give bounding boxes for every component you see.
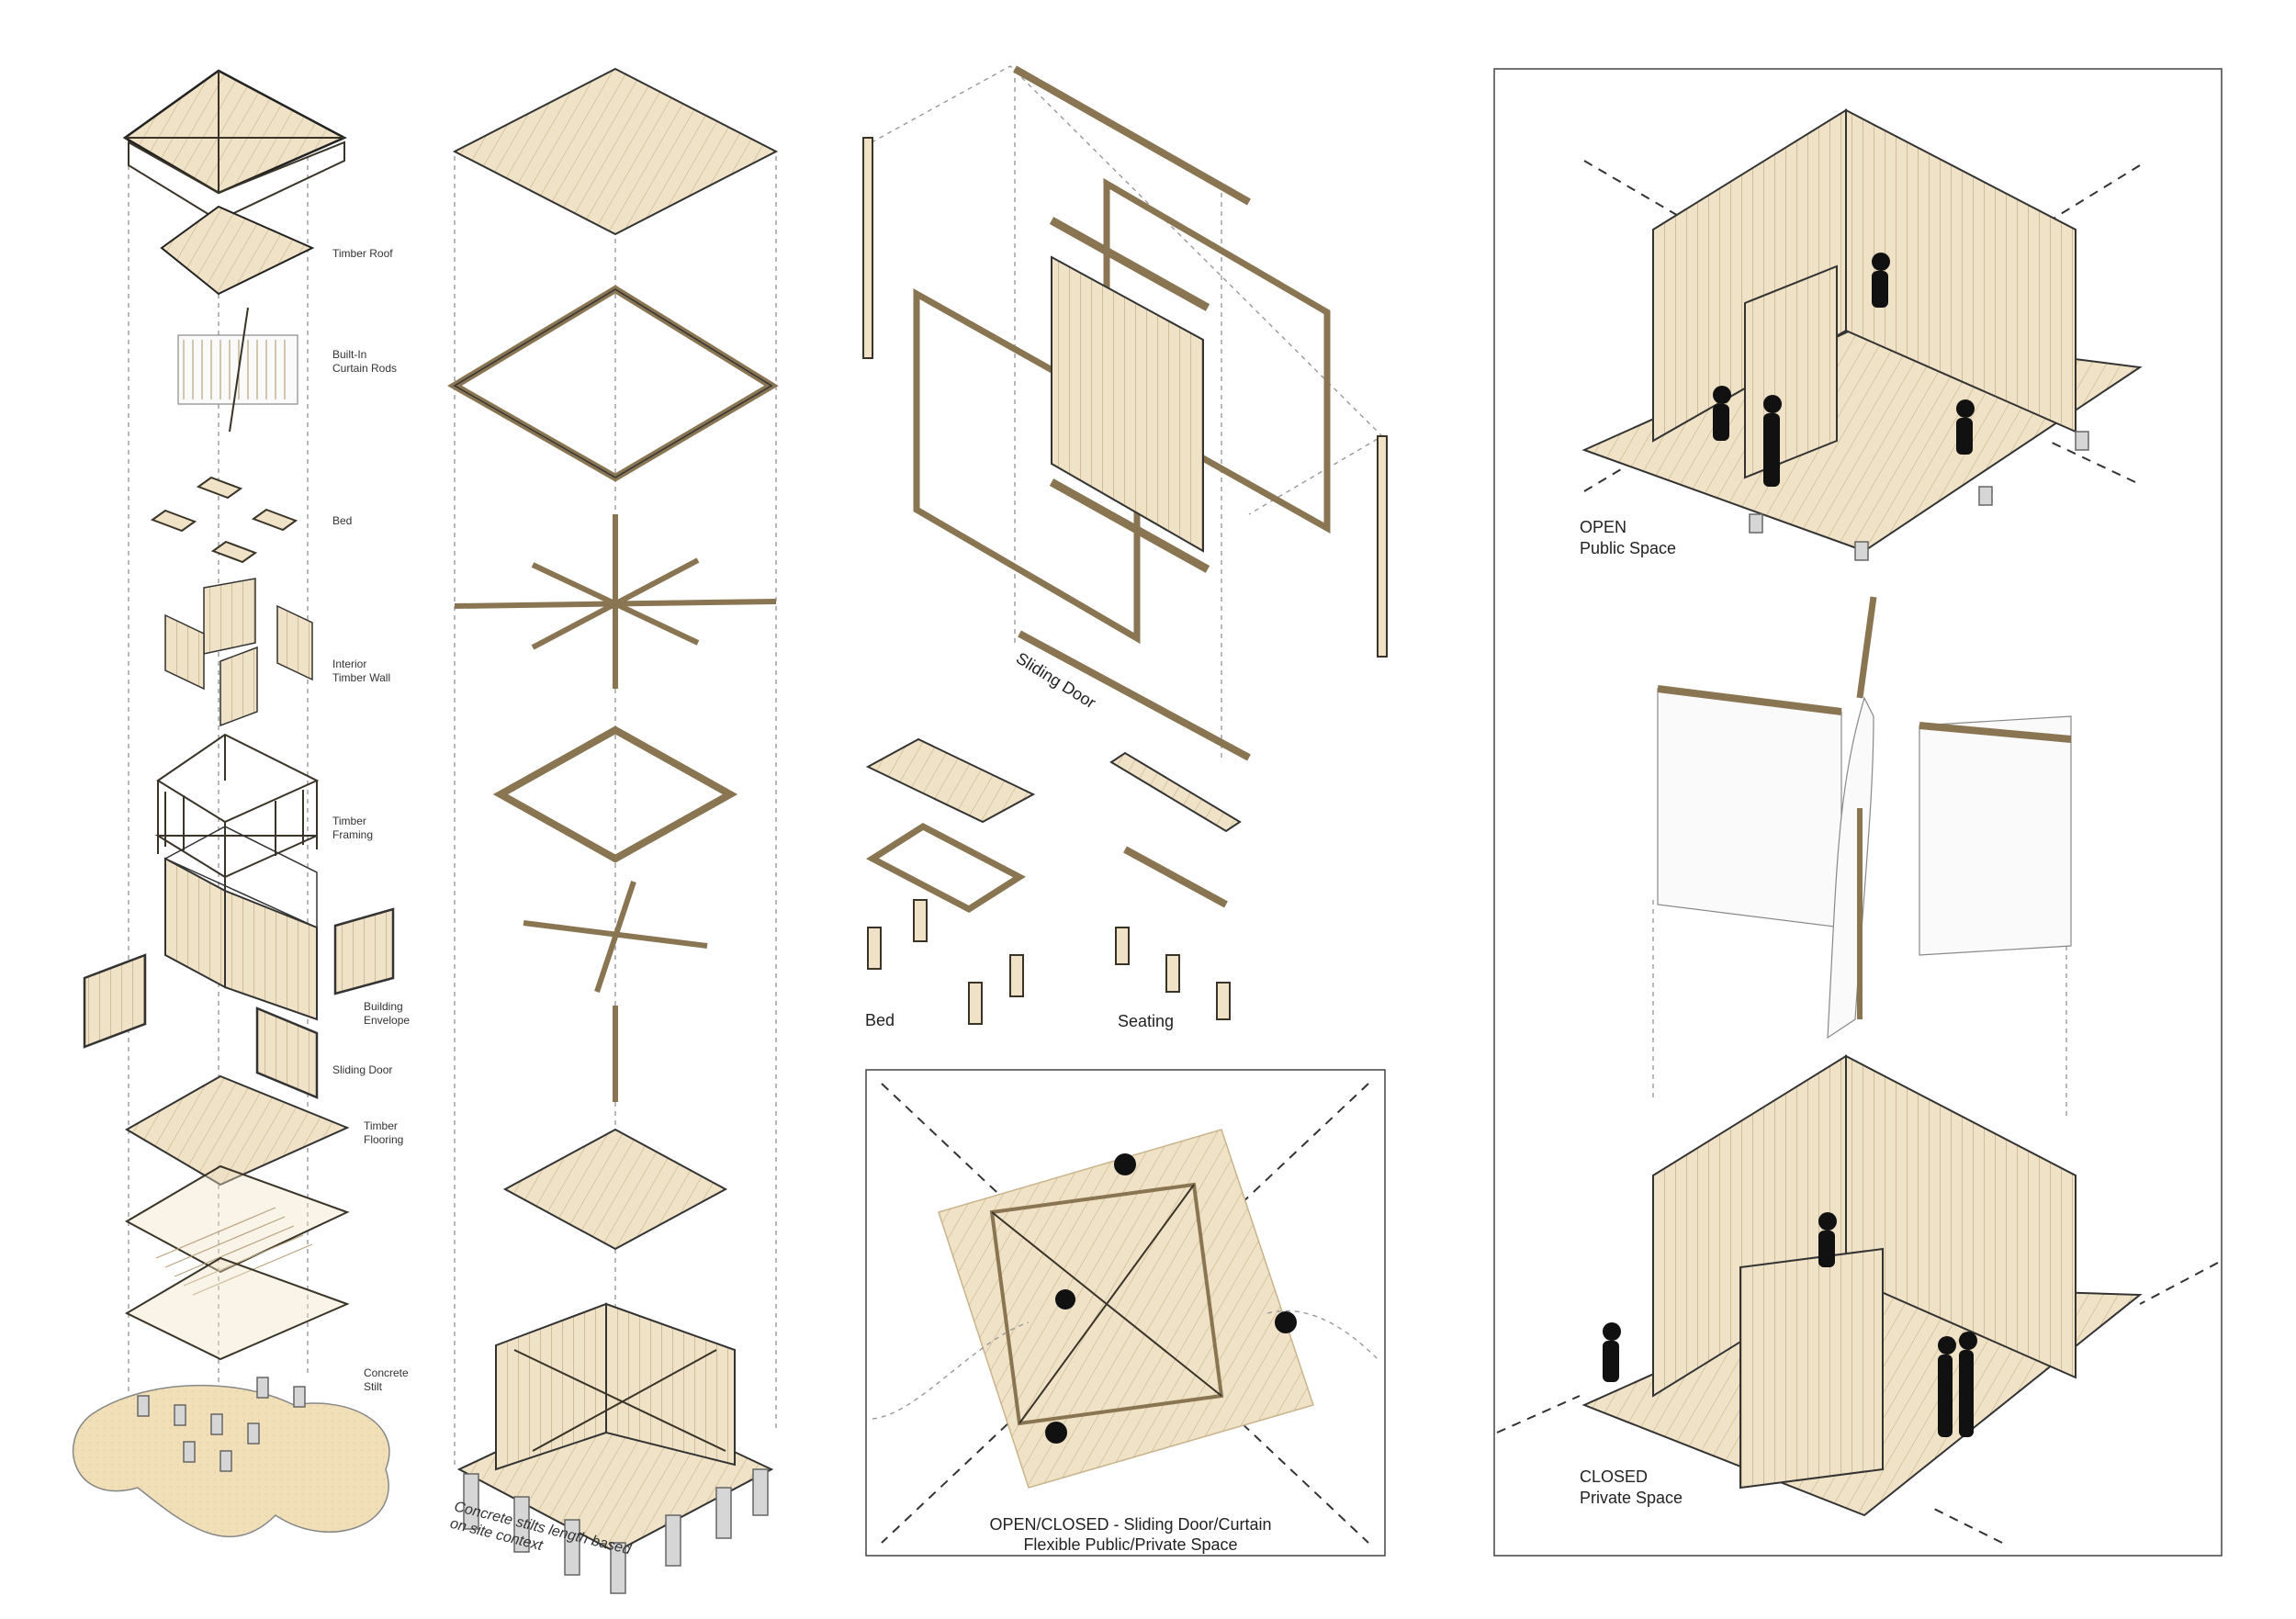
plan-caption-2: Flexible Public/Private Space: [1023, 1535, 1237, 1554]
exploded-axonometric: Timber Roof Built-In Curtain Rods Bed In…: [72, 69, 410, 1538]
bed-drawing: [150, 476, 298, 564]
mid-ring-beam: [492, 725, 738, 863]
roof-plane: [452, 67, 779, 236]
building-envelope-drawing: [83, 826, 395, 1099]
door-top-rail: [1013, 65, 1251, 206]
label-envelope-2: Envelope: [364, 1014, 410, 1027]
component-labels: Timber Roof Built-In Curtain Rods Bed In…: [332, 247, 410, 1393]
label-sliding-door: Sliding Door: [332, 1063, 392, 1076]
assembled-pavilion: [456, 1302, 774, 1594]
door-side-post-left: [862, 137, 873, 359]
door-bottom-rail: [1018, 630, 1251, 761]
label-interior-wall-2: Timber Wall: [332, 671, 390, 684]
bed-assembly: [865, 737, 1036, 1025]
label-flooring-1: Timber: [364, 1119, 398, 1132]
closed-label-2: Private Space: [1580, 1489, 1683, 1507]
label-curtain-rods-2: Curtain Rods: [332, 362, 397, 375]
timber-framing-drawing: [154, 733, 320, 891]
label-curtain-rods-1: Built-In: [332, 348, 366, 361]
open-label-1: OPEN: [1580, 518, 1626, 536]
modes-panel: OPEN Public Space CLOSED Pr: [1493, 68, 2223, 1557]
plan-caption-1: OPEN/CLOSED - Sliding Door/Curtain: [989, 1515, 1271, 1534]
closed-mode-drawing: CLOSED Private Space: [1496, 1054, 2219, 1544]
furniture-detail: Bed Seating: [865, 737, 1242, 1030]
label-stilt-1: Concrete: [364, 1366, 409, 1379]
timber-roof-drawing: [122, 69, 347, 296]
sliding-door-detail: Sliding Door: [862, 65, 1388, 762]
plan-floor: [938, 1129, 1314, 1489]
open-mode-drawing: OPEN Public Space: [1580, 108, 2143, 561]
door-panel: [1051, 255, 1204, 553]
sliding-door-label: Sliding Door: [1013, 648, 1099, 712]
curtain-exploded: [1652, 596, 2072, 1120]
cross-beams: [523, 881, 708, 1102]
door-side-post-right: [1377, 435, 1388, 658]
label-framing-1: Timber: [332, 815, 366, 827]
furniture-seating-label: Seating: [1118, 1012, 1174, 1030]
structure-exploded: Concrete stilts length based on site con…: [447, 67, 779, 1594]
concrete-stilts-drawing: [72, 1377, 390, 1538]
curtain-rods-drawing: [177, 307, 298, 433]
seating-assembly: [1109, 751, 1242, 1020]
plan-people: [1045, 1153, 1297, 1444]
radial-beams: [454, 514, 777, 689]
label-envelope-1: Building: [364, 1000, 403, 1013]
label-interior-wall-1: Interior: [332, 658, 366, 670]
timber-flooring-drawing: [124, 1074, 350, 1361]
interior-wall-drawing: [164, 578, 313, 727]
plan-diagram: OPEN/CLOSED - Sliding Door/Curtain Flexi…: [865, 1069, 1386, 1557]
label-stilt-2: Stilt: [364, 1380, 383, 1393]
label-flooring-2: Flooring: [364, 1133, 403, 1146]
label-timber-roof: Timber Roof: [332, 247, 393, 260]
open-label-2: Public Space: [1580, 539, 1676, 557]
roof-ring-beam: [447, 285, 779, 482]
label-bed: Bed: [332, 514, 352, 527]
floor-plane: [502, 1128, 728, 1251]
closed-label-1: CLOSED: [1580, 1467, 1648, 1486]
furniture-bed-label: Bed: [865, 1011, 895, 1029]
label-framing-2: Framing: [332, 828, 373, 841]
